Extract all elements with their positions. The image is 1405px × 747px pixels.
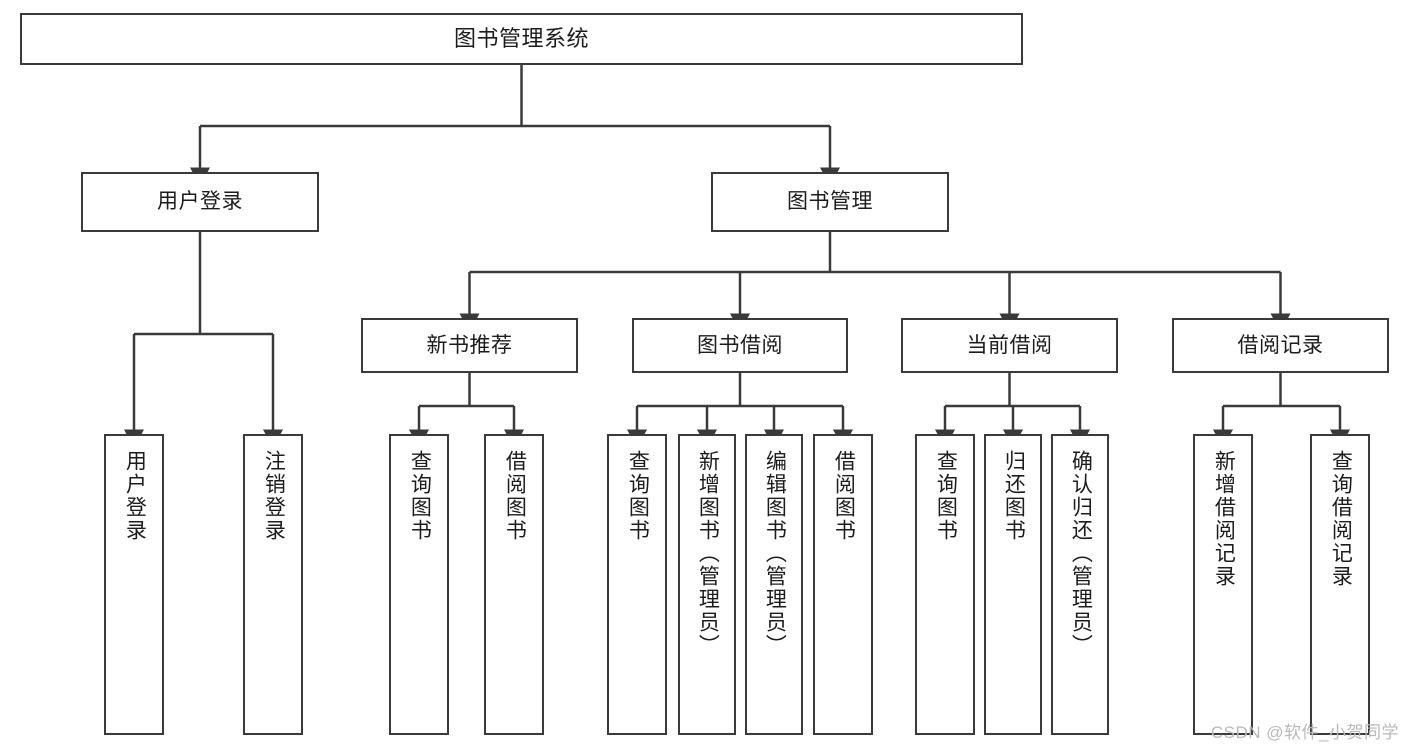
node-leaf-return-book-label: 归还图书 — [1002, 450, 1026, 542]
node-leaf-user-login[interactable]: 用户登录 — [104, 434, 164, 735]
node-leaf-borrow-book-1[interactable]: 借阅图书 — [484, 434, 544, 735]
node-current-borrow-label: 当前借阅 — [966, 333, 1053, 357]
node-borrow-record-label: 借阅记录 — [1237, 333, 1324, 357]
node-leaf-add-borrow-record[interactable]: 新增借阅记录 — [1193, 434, 1253, 735]
node-leaf-add-book[interactable]: 新增图书（管理员） — [678, 434, 736, 735]
node-book-borrow-label: 图书借阅 — [697, 333, 783, 357]
node-leaf-query-book-3[interactable]: 查询图书 — [915, 434, 975, 735]
node-leaf-query-borrow-record-label: 查询借阅记录 — [1329, 450, 1353, 588]
node-book-manage-label: 图书管理 — [787, 190, 873, 214]
node-user-login-label: 用户登录 — [157, 190, 243, 214]
node-leaf-add-book-label: 新增图书（管理员） — [696, 450, 720, 657]
node-new-book-recommend-label: 新书推荐 — [426, 333, 513, 357]
node-borrow-record[interactable]: 借阅记录 — [1172, 318, 1389, 373]
node-book-manage[interactable]: 图书管理 — [711, 172, 949, 232]
node-leaf-confirm-return[interactable]: 确认归还（管理员） — [1051, 434, 1109, 735]
node-leaf-logout[interactable]: 注销登录 — [243, 434, 303, 735]
node-root-label: 图书管理系统 — [453, 25, 589, 51]
node-leaf-user-login-label: 用户登录 — [123, 450, 147, 542]
node-leaf-query-book-1-label: 查询图书 — [408, 450, 432, 542]
node-leaf-query-book-2[interactable]: 查询图书 — [607, 434, 667, 735]
node-leaf-borrow-book-1-label: 借阅图书 — [503, 450, 527, 542]
node-current-borrow[interactable]: 当前借阅 — [901, 318, 1118, 373]
node-leaf-query-book-1[interactable]: 查询图书 — [389, 434, 449, 735]
node-leaf-query-book-3-label: 查询图书 — [934, 450, 958, 542]
node-leaf-return-book[interactable]: 归还图书 — [984, 434, 1042, 735]
node-book-borrow[interactable]: 图书借阅 — [632, 318, 848, 373]
node-leaf-logout-label: 注销登录 — [262, 450, 286, 542]
node-leaf-borrow-book-2-label: 借阅图书 — [832, 450, 856, 542]
node-leaf-edit-book-label: 编辑图书（管理员） — [763, 450, 787, 657]
node-new-book-recommend[interactable]: 新书推荐 — [361, 318, 578, 373]
node-leaf-confirm-return-label: 确认归还（管理员） — [1069, 450, 1093, 657]
node-user-login[interactable]: 用户登录 — [81, 172, 319, 232]
node-leaf-query-book-2-label: 查询图书 — [626, 450, 650, 542]
watermark: CSDN @软件_小贺同学 — [1210, 723, 1399, 742]
node-leaf-add-borrow-record-label: 新增借阅记录 — [1212, 450, 1236, 588]
node-leaf-query-borrow-record[interactable]: 查询借阅记录 — [1310, 434, 1370, 735]
node-root[interactable]: 图书管理系统 — [20, 13, 1023, 65]
node-leaf-edit-book[interactable]: 编辑图书（管理员） — [745, 434, 803, 735]
node-leaf-borrow-book-2[interactable]: 借阅图书 — [813, 434, 873, 735]
